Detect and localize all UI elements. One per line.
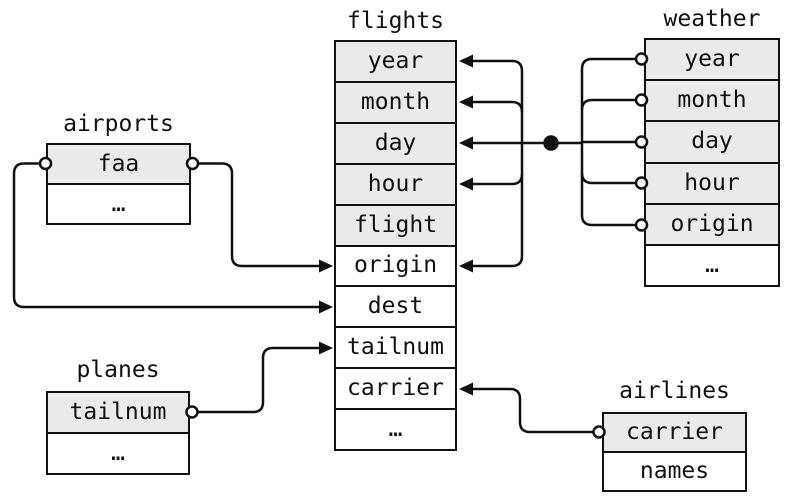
row-label: hour: [684, 169, 740, 196]
row-label: flight: [353, 211, 438, 238]
flights-table: year month day hour flight origin dest t…: [334, 40, 457, 451]
arrowhead-flights-origin-left: [319, 259, 333, 273]
planes-table-title: planes: [76, 357, 160, 383]
row-label: faa: [97, 150, 140, 177]
weather-table: year month day hour origin …: [644, 38, 780, 287]
flights-row-dest: dest: [336, 287, 455, 329]
weather-row-hour: hour: [646, 163, 778, 205]
arrowhead-flights-year: [459, 54, 473, 68]
arrowhead-flights-carrier: [459, 382, 473, 396]
airports-origin-connector: [198, 162, 333, 273]
airlines-row-carrier: carrier: [604, 414, 745, 453]
row-label: …: [111, 190, 126, 217]
weather-row-month: month: [646, 81, 778, 123]
row-label: origin: [670, 210, 754, 237]
row-label: month: [360, 88, 431, 115]
flights-row-carrier: carrier: [336, 369, 455, 411]
planes-row-ellipsis: …: [48, 434, 188, 473]
row-label: …: [388, 416, 403, 443]
flights-row-tailnum: tailnum: [336, 328, 455, 370]
arrowhead-flights-hour: [459, 177, 473, 191]
airlines-row-names: names: [604, 453, 745, 490]
planes-row-tailnum: tailnum: [48, 393, 188, 434]
flights-table-title: flights: [347, 8, 444, 34]
planes-table: tailnum …: [46, 391, 190, 475]
row-label: year: [684, 46, 740, 73]
weather-row-origin: origin: [646, 204, 778, 246]
row-label: tailnum: [69, 399, 167, 425]
airlines-table-title: airlines: [619, 378, 730, 404]
arrowhead-flights-dest: [319, 300, 333, 314]
row-label: names: [639, 458, 710, 484]
flights-row-flight: flight: [336, 205, 455, 247]
row-label: hour: [367, 170, 424, 197]
row-label: …: [705, 251, 719, 278]
row-label: carrier: [347, 375, 444, 402]
airports-row-ellipsis: …: [48, 185, 189, 223]
row-label: day: [374, 129, 417, 156]
row-label: month: [677, 87, 747, 114]
airports-table: faa …: [46, 143, 191, 225]
airlines-table: carrier names: [602, 412, 747, 492]
arrowhead-flights-origin-right: [459, 259, 473, 273]
airlines-carrier-connector: [459, 382, 606, 439]
airports-row-faa: faa: [48, 145, 189, 185]
arrowhead-flights-day: [459, 136, 473, 150]
weather-row-ellipsis: …: [646, 245, 778, 286]
arrowhead-flights-tailnum: [319, 341, 333, 355]
row-label: year: [367, 47, 424, 74]
row-label: day: [691, 128, 733, 155]
row-label: carrier: [626, 419, 723, 445]
arrowhead-flights-month: [459, 95, 473, 109]
flights-row-ellipsis: …: [336, 410, 455, 450]
junction-dot: [543, 135, 559, 151]
weather-flights-connector: [459, 52, 649, 273]
weather-row-year: year: [646, 40, 778, 82]
row-label: dest: [367, 293, 424, 320]
flights-row-year: year: [336, 42, 455, 83]
planes-tailnum-connector: [185, 341, 333, 419]
weather-table-title: weather: [663, 6, 761, 32]
row-label: origin: [353, 252, 438, 279]
flights-row-origin: origin: [336, 246, 455, 288]
flights-row-day: day: [336, 123, 455, 165]
flights-row-hour: hour: [336, 164, 455, 206]
airports-table-title: airports: [63, 111, 174, 137]
row-label: tailnum: [347, 334, 444, 361]
flights-row-month: month: [336, 82, 455, 124]
row-label: …: [111, 440, 125, 466]
weather-row-day: day: [646, 122, 778, 164]
